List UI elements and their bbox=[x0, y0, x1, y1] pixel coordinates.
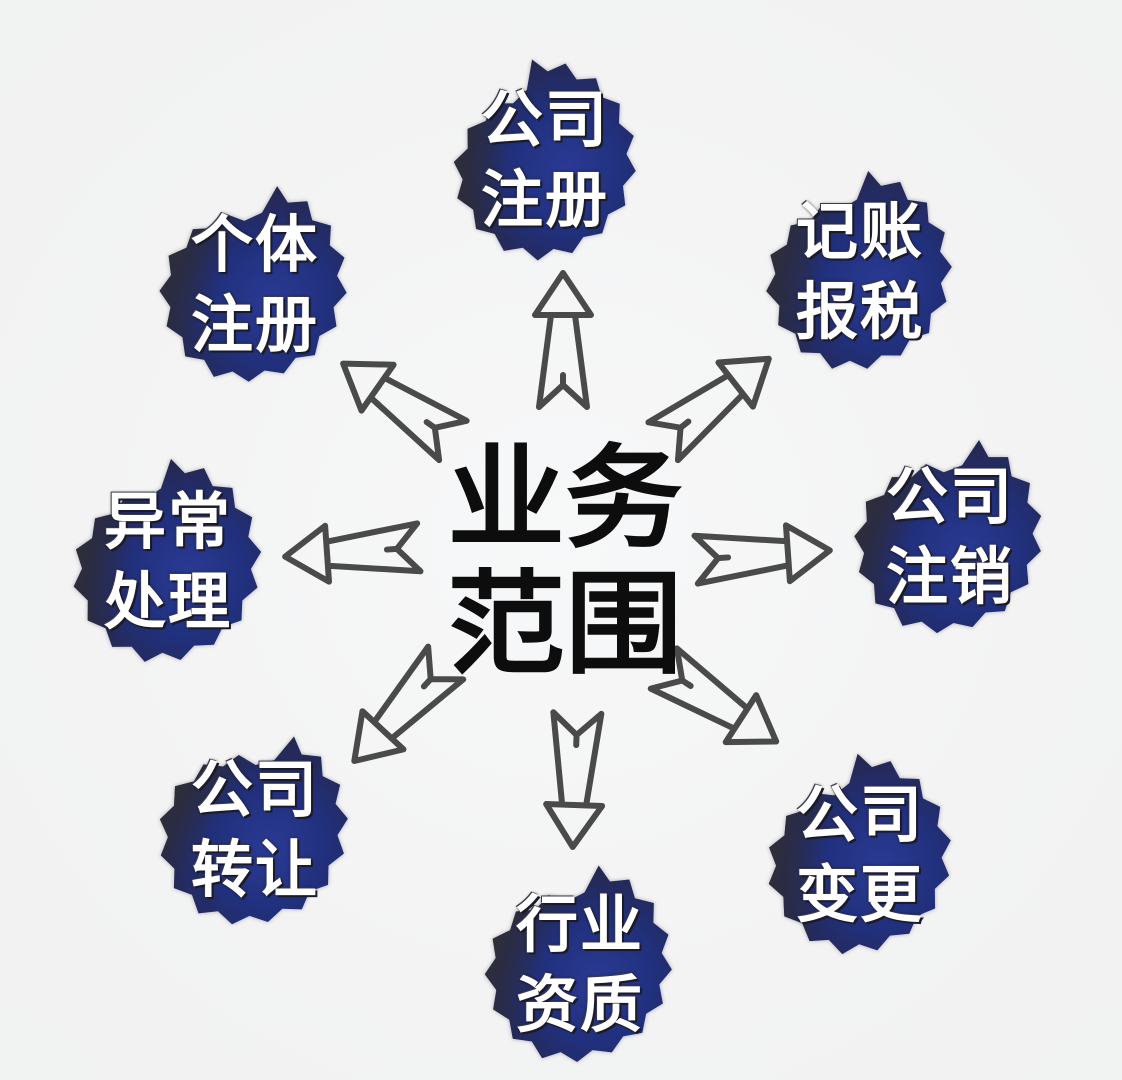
badge-individual-registration[interactable]: 个体 注册 bbox=[143, 173, 367, 397]
badge-label: 记账 报税 bbox=[748, 160, 972, 384]
arrow-down-icon bbox=[532, 704, 617, 857]
badge-label-line2: 注册 bbox=[480, 163, 609, 236]
arrow-up-right-icon bbox=[632, 322, 799, 477]
badge-label: 公司 注销 bbox=[838, 425, 1062, 649]
center-title-line2: 范围 bbox=[447, 560, 683, 690]
badge-label: 公司 转让 bbox=[143, 718, 367, 942]
badge-label-line1: 个体 bbox=[190, 208, 319, 281]
badge-company-deregistration[interactable]: 公司 注销 bbox=[838, 425, 1062, 649]
badge-industry-qualification[interactable]: 行业 资质 bbox=[468, 853, 692, 1077]
badge-label-line2: 转让 bbox=[190, 833, 319, 906]
badge-label-line2: 注销 bbox=[885, 540, 1014, 613]
badge-label-line2: 注册 bbox=[190, 288, 319, 361]
badge-label: 个体 注册 bbox=[143, 173, 367, 397]
center-title: 业务 范围 bbox=[445, 432, 685, 692]
badge-label: 公司 注册 bbox=[433, 48, 657, 272]
badge-bookkeeping-tax[interactable]: 记账 报税 bbox=[748, 160, 972, 384]
arrow-up-left-icon bbox=[314, 326, 483, 478]
arrow-down-left-icon bbox=[320, 630, 481, 794]
badge-label-line2: 报税 bbox=[795, 275, 924, 348]
badge-label-line1: 公司 bbox=[190, 753, 319, 826]
badge-company-registration[interactable]: 公司 注册 bbox=[433, 48, 657, 272]
badge-label-line1: 公司 bbox=[795, 778, 924, 851]
badge-label-line1: 异常 bbox=[103, 485, 232, 558]
badge-label-line1: 公司 bbox=[480, 83, 609, 156]
badge-label: 行业 资质 bbox=[468, 853, 692, 1077]
arrow-down-right-icon bbox=[635, 631, 804, 780]
badge-label: 公司 变更 bbox=[748, 743, 972, 967]
arrow-left-icon bbox=[274, 507, 429, 597]
badge-label-line2: 处理 bbox=[103, 565, 232, 638]
badge-company-change[interactable]: 公司 变更 bbox=[748, 743, 972, 967]
badge-abnormal-handling[interactable]: 异常 处理 bbox=[56, 450, 280, 674]
badge-label-line2: 变更 bbox=[795, 858, 924, 931]
badge-label-line1: 记账 bbox=[795, 195, 924, 268]
center-title-line1: 业务 bbox=[447, 434, 683, 564]
badge-label-line2: 资质 bbox=[515, 968, 644, 1041]
arrow-right-icon bbox=[685, 510, 840, 600]
badge-label-line1: 行业 bbox=[515, 888, 644, 961]
arrow-up-icon bbox=[523, 265, 603, 415]
badge-company-transfer[interactable]: 公司 转让 bbox=[143, 718, 367, 942]
badge-label-line1: 公司 bbox=[885, 460, 1014, 533]
badge-label: 异常 处理 bbox=[56, 450, 280, 674]
